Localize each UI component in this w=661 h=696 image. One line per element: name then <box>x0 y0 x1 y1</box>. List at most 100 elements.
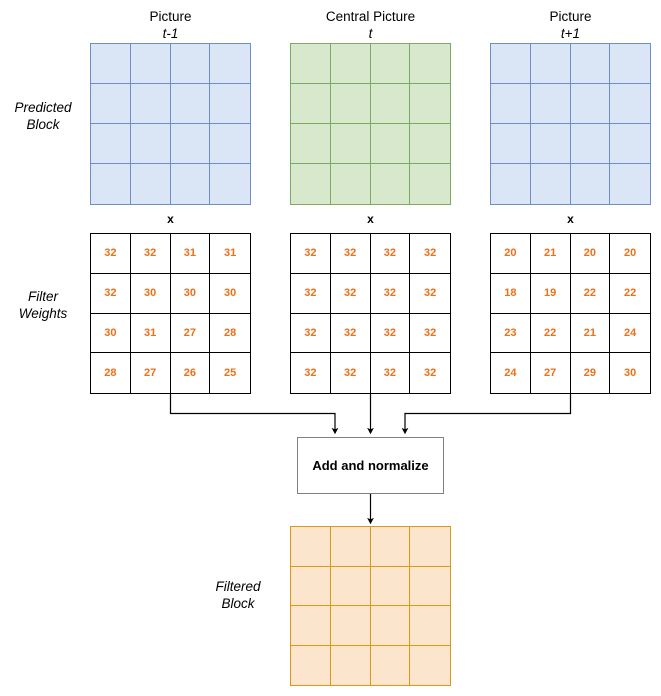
column-header-time: t+1 <box>560 26 581 41</box>
predicted-block-cell <box>410 84 450 124</box>
filter-weight-cell: 22 <box>610 274 650 314</box>
filter-weight-cell: 27 <box>170 313 211 354</box>
filter-weight-cell: 30 <box>210 274 250 314</box>
predicted-block-cell <box>210 164 250 204</box>
predicted-block-cell <box>330 124 371 164</box>
filter-weight-cell: 32 <box>370 234 411 274</box>
predicted-block-cell <box>91 164 131 204</box>
filter-weight-cell: 19 <box>530 273 571 314</box>
filter-weight-cell: 32 <box>371 353 411 393</box>
filter-weight-cell: 31 <box>170 234 211 274</box>
predicted-block-cell <box>170 84 211 124</box>
row-label-line2: Block <box>26 117 60 132</box>
filter-weight-cell: 32 <box>331 353 371 393</box>
row-label-line1: Predicted <box>14 100 72 115</box>
filter-weight-cell: 27 <box>131 353 171 393</box>
filter-weight-cell: 18 <box>491 273 531 314</box>
filter-weight-cell: 32 <box>291 313 331 354</box>
filtered-block-cell <box>291 566 331 606</box>
predicted-block-cell <box>530 84 571 124</box>
filter-weight-cell: 26 <box>171 353 211 393</box>
filter-weight-cell: 30 <box>624 367 637 380</box>
predicted-block-central <box>290 43 451 205</box>
filter-weight-cell: 32 <box>424 367 437 380</box>
predicted-block-cell <box>91 124 131 164</box>
predicted-block-cell <box>370 44 411 84</box>
filtered-block-cell <box>410 606 450 646</box>
predicted-block-cell <box>131 164 171 204</box>
predicted-block-cell <box>130 84 171 124</box>
predicted-block-cell <box>330 84 371 124</box>
filtered-block-cell <box>370 527 411 567</box>
predicted-block-cell <box>371 164 411 204</box>
predicted-block-cell <box>571 164 611 204</box>
filtered-block-cell <box>331 645 371 685</box>
column-header-previous: Picture t-1 <box>90 8 251 42</box>
filter-weight-cell: 32 <box>330 234 371 274</box>
filter-weight-cell: 32 <box>291 353 331 393</box>
add-and-normalize-box[interactable]: Add and normalize <box>297 437 444 494</box>
filter-weight-cell: 32 <box>91 273 131 314</box>
filter-weight-cell: 32 <box>91 234 131 274</box>
filtered-block-cell <box>330 527 371 567</box>
predicted-block-cell <box>330 44 371 84</box>
predicted-block-cell <box>610 124 650 164</box>
multiply-symbol-next: x <box>567 212 574 226</box>
connector-left <box>169 394 339 435</box>
row-label-filtered-block: Filtered Block <box>190 578 286 612</box>
predicted-block-cell <box>210 84 250 124</box>
filtered-block-cell <box>371 645 411 685</box>
filter-weight-cell: 31 <box>210 234 250 274</box>
column-header-name: Central Picture <box>325 9 416 24</box>
filtered-block-cell <box>330 606 371 646</box>
filtered-block-cell <box>291 527 331 567</box>
filtered-block-cell <box>370 606 411 646</box>
row-label-line1: Filter <box>28 289 58 304</box>
filter-weight-cell: 24 <box>491 353 531 393</box>
filter-weight-cell: 28 <box>210 314 250 354</box>
filter-weight-cell: 21 <box>530 234 571 274</box>
predicted-block-cell <box>610 84 650 124</box>
predicted-block-cell <box>531 164 571 204</box>
column-header-name: Picture <box>149 9 192 24</box>
predicted-block-cell <box>570 124 611 164</box>
predicted-block-cell <box>410 164 450 204</box>
filtered-block-cell <box>410 567 450 606</box>
filter-weight-cell: 32 <box>330 273 371 314</box>
filtered-block-cell <box>370 566 411 606</box>
predicted-block-cell <box>210 44 250 84</box>
predicted-block-cell <box>130 44 171 84</box>
filter-weight-cell: 24 <box>610 314 650 354</box>
predicted-block-cell <box>130 124 171 164</box>
filter-weight-cell: 30 <box>170 273 211 314</box>
row-label-line2: Weights <box>18 306 68 321</box>
filter-weight-cell: 32 <box>410 234 450 274</box>
multiply-symbol-central: x <box>367 212 374 226</box>
connector-right <box>401 394 572 435</box>
row-label-predicted-block: Predicted Block <box>0 99 86 133</box>
predicted-block-cell <box>530 124 571 164</box>
predicted-block-cell <box>91 84 131 124</box>
predicted-block-cell <box>170 44 211 84</box>
filter-weight-cell: 23 <box>491 313 531 354</box>
predicted-block-cell <box>370 124 411 164</box>
filter-weight-cell: 30 <box>91 313 131 354</box>
filter-weight-cell: 20 <box>570 234 611 274</box>
filter-weight-cell: 32 <box>291 273 331 314</box>
multiply-symbol-previous: x <box>167 212 174 226</box>
row-label-filter-weights: Filter Weights <box>0 288 86 322</box>
column-header-time: t <box>368 26 373 41</box>
filter-weight-cell: 28 <box>91 353 131 393</box>
filter-weight-cell: 20 <box>610 234 650 274</box>
predicted-block-cell <box>491 44 531 84</box>
predicted-block-cell <box>291 164 331 204</box>
predicted-block-cell <box>491 84 531 124</box>
column-header-central: Central Picture t <box>290 8 451 42</box>
filter-weight-cell: 20 <box>491 234 531 274</box>
predicted-block-cell <box>91 44 131 84</box>
filter-weight-cell: 32 <box>370 273 411 314</box>
